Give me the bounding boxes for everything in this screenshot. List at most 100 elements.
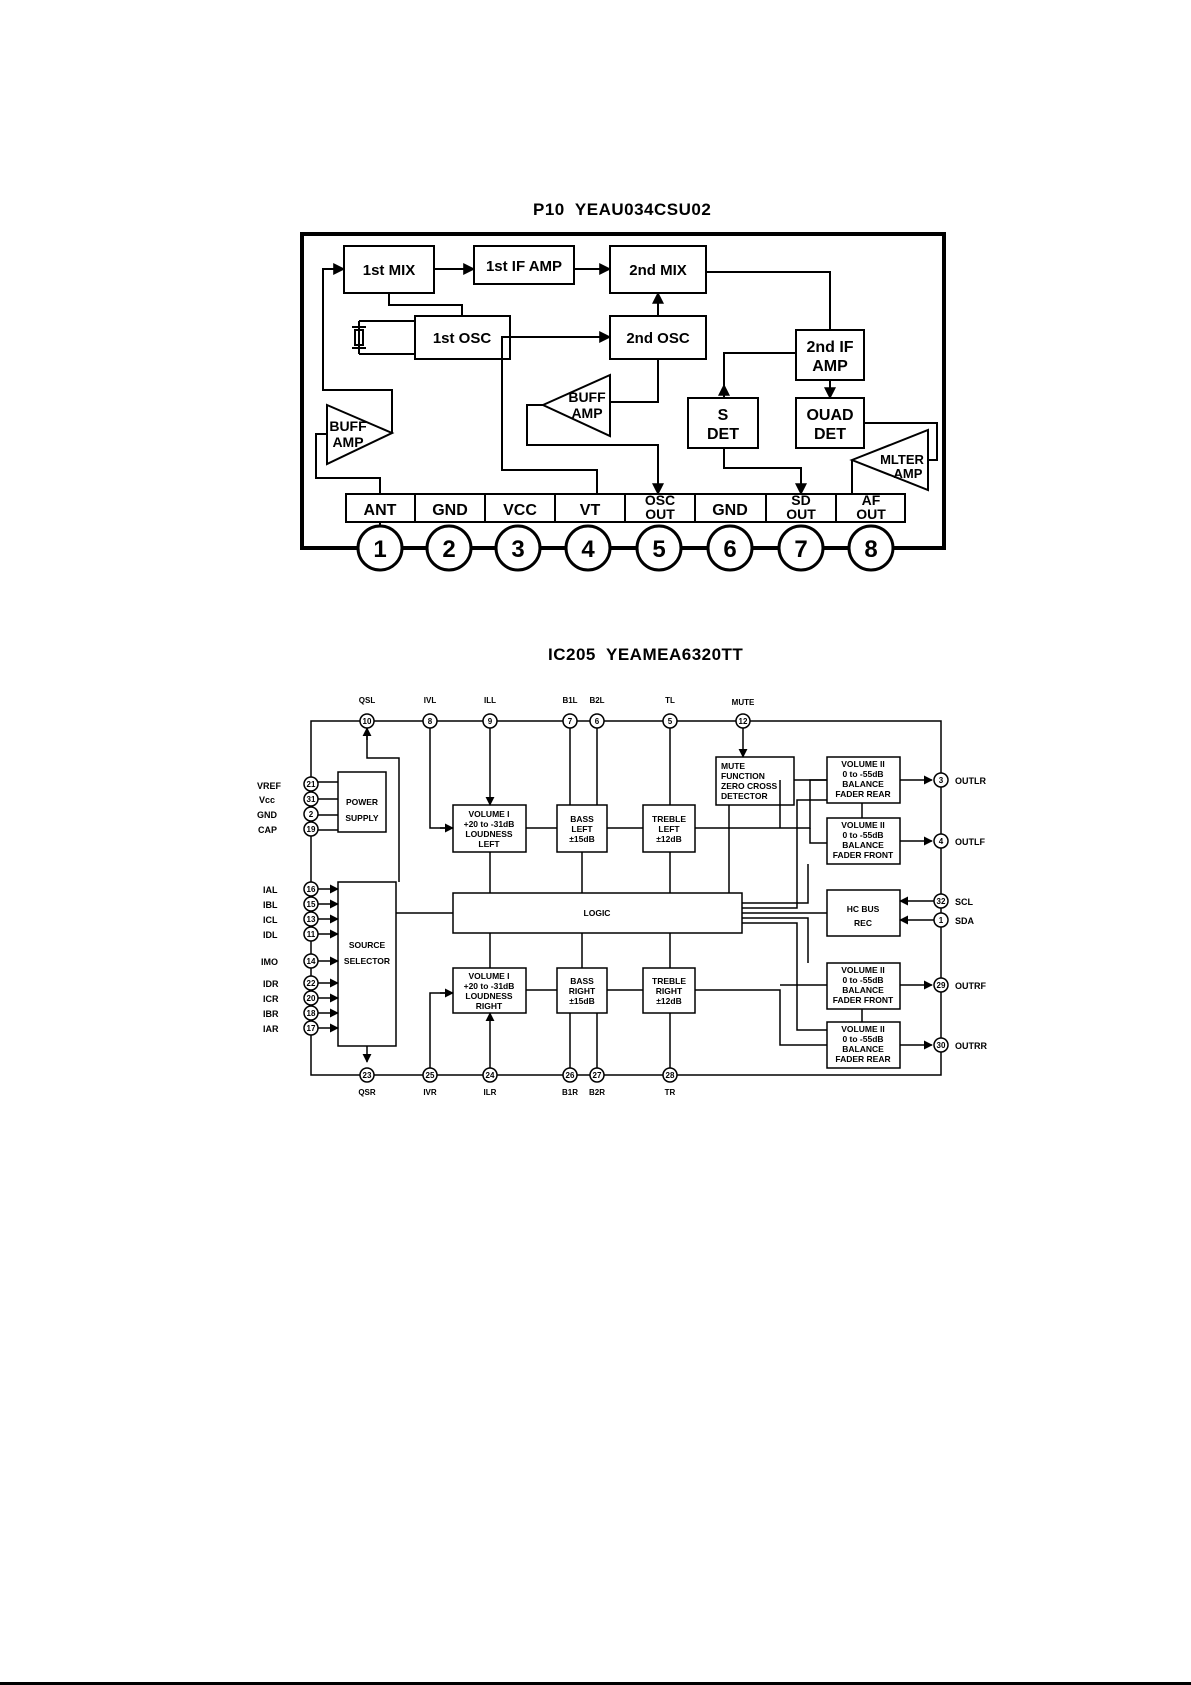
- ic205-diagram: [303, 713, 949, 1083]
- ic205-volume2-rr-block: [826, 1021, 901, 1069]
- ic205-pin-25-circle: [422, 1067, 438, 1083]
- ic205-vol2-lf-label-1: VOLUME II: [841, 820, 884, 830]
- p10-pin-5-label-2: OUT: [645, 506, 675, 522]
- p10-pin-1-number: 1: [373, 536, 386, 563]
- p10-1st-if-amp-label: 1st IF AMP: [486, 258, 562, 275]
- ic205-pin-27-number: 27: [593, 1071, 602, 1080]
- ic205-pin-outlr-label: OUTLR: [955, 776, 986, 786]
- ic205-pin-26-number: 26: [566, 1071, 575, 1080]
- ic205-vol2-rf-label-4: FADER FRONT: [833, 995, 894, 1005]
- ic205-pin-8-number: 8: [428, 717, 433, 726]
- ic205-pin-idr-label: IDR: [263, 979, 279, 989]
- p10-pin-3-number: 3: [511, 536, 524, 563]
- ic205-treble-left-label-3: ±12dB: [656, 834, 681, 844]
- ic205-mute-label-2: FUNCTION: [721, 771, 765, 781]
- ic205-pin-idl-label: IDL: [263, 930, 278, 940]
- p10-pin-7-label-1: SD: [791, 492, 810, 508]
- p10-pin-5-number: 5: [652, 536, 665, 563]
- ic205-pin-b1r-label: B1R: [562, 1088, 578, 1097]
- p10-pin-6-number: 6: [723, 536, 736, 563]
- ic205-pin-32-circle: [933, 893, 949, 909]
- p10-pin-4-number: 4: [581, 536, 595, 563]
- ic205-vol-left-label-1: VOLUME I: [468, 809, 509, 819]
- ic205-bass-left-label-2: LEFT: [571, 824, 593, 834]
- ic205-vol2-rr-label-3: BALANCE: [842, 1044, 884, 1054]
- ic205-pin-29-circle: [933, 977, 949, 993]
- ic205-pin-18-circle: [303, 1005, 319, 1021]
- ic205-pin-32-number: 32: [937, 897, 946, 906]
- ic205-pin-31-number: 31: [307, 795, 316, 804]
- ic205-logic-label: LOGIC: [584, 908, 611, 918]
- ic205-pin-cap-label: CAP: [258, 825, 277, 835]
- ic205-pin-17-circle: [303, 1020, 319, 1036]
- p10-2nd-mix-label: 2nd MIX: [629, 262, 687, 279]
- ic205-pin-20-circle: [303, 990, 319, 1006]
- ic205-vol-right-label-1: VOLUME I: [468, 971, 509, 981]
- ic205-vol2-lr-label-2: 0 to -55dB: [842, 769, 883, 779]
- ic205-pin-16-number: 16: [307, 885, 316, 894]
- ic205-pin-ivl-label: IVL: [424, 696, 437, 705]
- ic205-volume-right-block: [452, 967, 527, 1014]
- ic205-pin-3-number: 3: [939, 776, 944, 785]
- ic205-vol-right-label-4: RIGHT: [476, 1001, 503, 1011]
- ic205-bass-right-label-1: BASS: [570, 976, 594, 986]
- ic205-pin-icr-label: ICR: [263, 994, 279, 1004]
- ic205-bass-left-label-1: BASS: [570, 814, 594, 824]
- p10-pin-8-label-1: AF: [862, 492, 881, 508]
- ic205-pin-9-number: 9: [488, 717, 493, 726]
- ic205-power-label-1: POWER: [346, 797, 378, 807]
- crystal-icon: [352, 320, 415, 355]
- p10-quad-det-label-1: OUAD: [806, 407, 853, 424]
- p10-2nd-osc-label: 2nd OSC: [626, 330, 690, 347]
- ic205-pin-26-circle: [562, 1067, 578, 1083]
- ic205-source-label-1: SOURCE: [349, 940, 386, 950]
- p10-buff-amp-right-label-1: BUFF: [568, 389, 606, 405]
- p10-pin-7-number: 7: [794, 536, 807, 563]
- ic205-pin-22-number: 22: [307, 979, 316, 988]
- ic205-pin-qsl-label: QSL: [359, 696, 376, 705]
- p10-pin-3-label: VCC: [503, 502, 537, 519]
- ic205-pin-4-number: 4: [939, 837, 944, 846]
- ic205-pin-ivr-label: IVR: [423, 1088, 437, 1097]
- ic205-pin-11-number: 11: [307, 930, 316, 939]
- ic205-pin-9-circle: [482, 713, 498, 729]
- ic205-pin-b2l-label: B2L: [589, 696, 604, 705]
- ic205-pin-14-number: 14: [307, 957, 316, 966]
- ic205-pin-6-number: 6: [595, 717, 600, 726]
- ic205-power-supply-block: [337, 771, 387, 833]
- p10-pin-2-label: GND: [432, 502, 468, 519]
- p10-filter-amp-label-2: AMP: [894, 466, 923, 481]
- ic205-pin-ial-label: IAL: [263, 885, 278, 895]
- ic205-iic-label-2: REC: [854, 918, 872, 928]
- ic205-pin-2-number: 2: [309, 810, 314, 819]
- ic205-pin-outrf-label: OUTRF: [955, 981, 986, 991]
- ic205-pin-5-number: 5: [668, 717, 673, 726]
- p10-filter-amp-label-1: MLTER: [880, 452, 924, 467]
- ic205-vol-left-label-4: LEFT: [478, 839, 500, 849]
- p10-2nd-if-amp-label-2: AMP: [812, 358, 848, 375]
- ic205-bass-right-label-2: RIGHT: [569, 986, 596, 996]
- ic205-pin-30-number: 30: [937, 1041, 946, 1050]
- ic205-pin-qsr-label: QSR: [358, 1088, 376, 1097]
- ic205-pin-icl-label: ICL: [263, 915, 278, 925]
- ic205-pin-12-number: 12: [739, 717, 748, 726]
- p10-pin-6-label: GND: [712, 502, 748, 519]
- ic205-volume2-lr-block: [826, 756, 901, 804]
- ic205-pin-22-circle: [303, 975, 319, 991]
- ic205-mute-label-1: MUTE: [721, 761, 745, 771]
- ic205-vol2-lr-label-3: BALANCE: [842, 779, 884, 789]
- p10-buff-amp-right-label-2: AMP: [571, 405, 602, 421]
- ic205-pin-outrr-label: OUTRR: [955, 1041, 987, 1051]
- ic205-pin-2-circle: [303, 806, 319, 822]
- ic205-pin-ilr-label: ILR: [484, 1088, 497, 1097]
- ic205-vol2-lf-label-3: BALANCE: [842, 840, 884, 850]
- p10-pin-5-label-1: OSC: [645, 492, 675, 508]
- ic205-pin-28-number: 28: [666, 1071, 675, 1080]
- ic205-volume2-rf-block: [826, 962, 901, 1010]
- ic205-vol2-lf-label-2: 0 to -55dB: [842, 830, 883, 840]
- p10-pin-1-label: ANT: [364, 502, 397, 519]
- ic205-pin-ibl-label: IBL: [263, 900, 278, 910]
- top-diagram-title: P10 YEAU034CSU02: [533, 200, 712, 219]
- p10-pin-7-label-2: OUT: [786, 506, 816, 522]
